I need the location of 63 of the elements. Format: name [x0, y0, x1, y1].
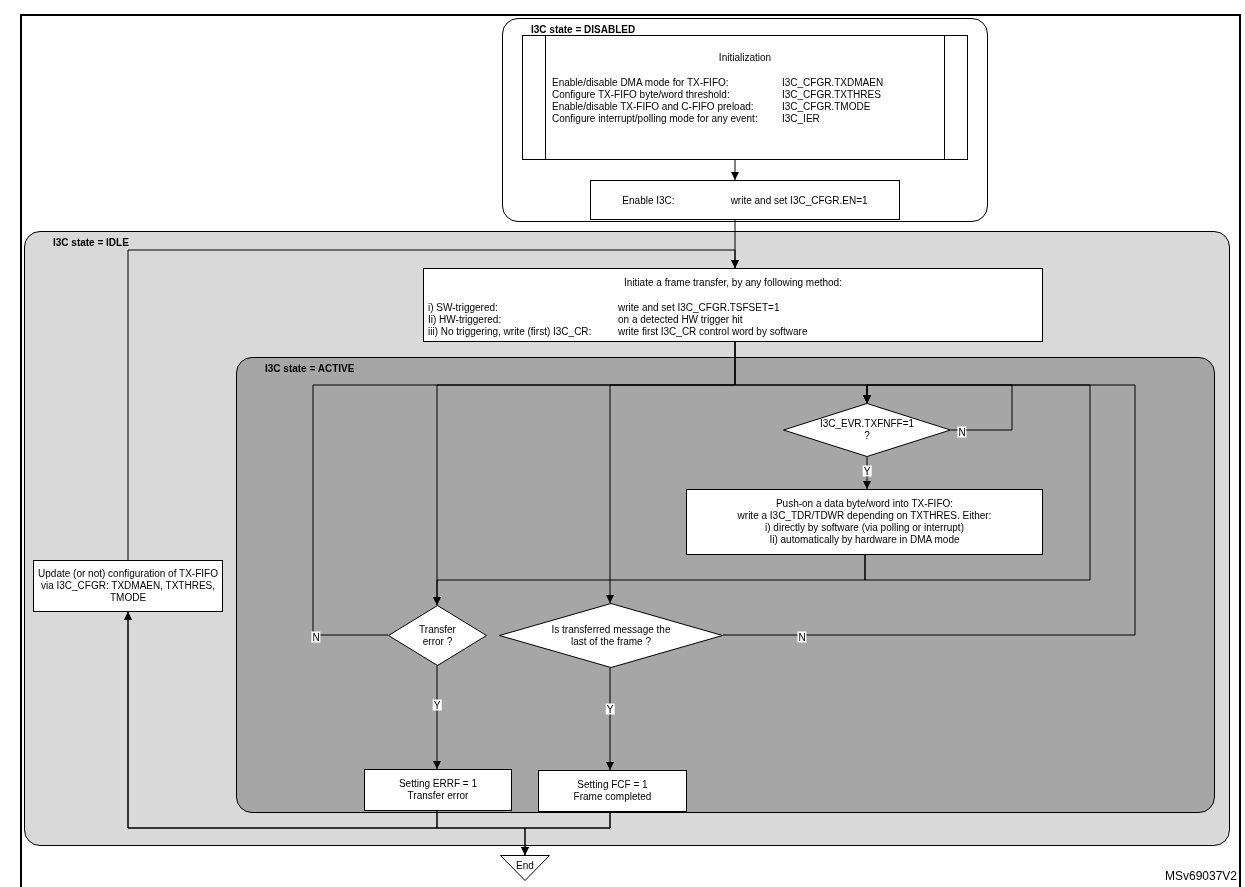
- connector-arrow: [606, 341, 736, 604]
- connector-arrow: [124, 611, 611, 829]
- box-heading: Initiate a frame transfer, by any following method:: [624, 277, 842, 288]
- state-heading: I3C state = ACTIVE: [265, 362, 355, 376]
- connector-arrow: [722, 384, 1136, 636]
- box-text: Transfer error: [407, 790, 469, 802]
- box-text: I3C_IER: [782, 113, 821, 125]
- box-text: Push-on a data byte/word into TX-FIFO:: [775, 498, 954, 510]
- box-text: write a I3C_TDR/TDWR depending on TXTHRES. Either:: [737, 510, 992, 522]
- box-text: write and set I3C_CFGR.TSFSET=1: [618, 302, 781, 314]
- box-text: i) directly by software (via polling or interrupt): [765, 522, 964, 534]
- box-text: on a detected HW trigger hit: [618, 314, 744, 326]
- state-region: [502, 18, 988, 222]
- box-text: Configure interrupt/polling mode for any event:: [552, 113, 759, 125]
- connector-arrow: [731, 159, 739, 181]
- box-text: Ii) HW-triggered:: [428, 314, 503, 326]
- decision-text: I3C_EVR.TXFNFF=1 ?: [819, 418, 915, 442]
- decision-diamond: [499, 603, 723, 668]
- edge-label: Y: [605, 703, 615, 715]
- process-box: [686, 489, 1043, 555]
- box-text: Enable/disable TX-FIFO and C-FIFO preload:: [552, 101, 755, 113]
- edge-label: Y: [862, 465, 872, 477]
- box-text: Configure TX-FIFO byte/word threshold:: [552, 89, 731, 101]
- box-text: Ii) automatically by hardware in DMA mode: [769, 534, 960, 546]
- state-heading: I3C state = DISABLED: [531, 23, 636, 37]
- connector-arrow: [127, 249, 739, 561]
- end-triangle: [500, 855, 550, 881]
- box-text: I3C_CFGR.TXDMAEN: [782, 77, 885, 89]
- process-box: [423, 268, 1043, 342]
- decision-text: Is transferred message the last of the frame ?: [550, 623, 672, 648]
- box-text: write and set I3C_CFGR.EN=1: [730, 193, 868, 208]
- state-heading: I3C state = IDLE: [53, 236, 129, 250]
- process-box: [364, 769, 512, 811]
- box-text: iii) No triggering, write (first) I3C_CR:: [428, 326, 593, 338]
- connector-arrow: [433, 665, 441, 770]
- process-box: [522, 35, 968, 160]
- edge-label: N: [797, 631, 807, 643]
- state-region: [24, 231, 1230, 846]
- box-text: Frame completed: [573, 791, 652, 803]
- box-text: Setting ERRF = 1: [398, 778, 478, 790]
- box-heading: Initialization: [718, 52, 772, 63]
- decision-text: Transfer error ?: [418, 623, 457, 648]
- decision-diamond: [388, 605, 487, 666]
- process-box: [590, 180, 900, 220]
- box-text: Enable I3C:: [622, 193, 675, 208]
- process-box: [538, 770, 687, 812]
- box-text: Setting FCF = 1: [577, 779, 648, 791]
- edge-label: Y: [432, 699, 442, 711]
- connector-arrow: [863, 384, 1091, 581]
- connector-arrow: [606, 667, 614, 771]
- figure-id: MSv69037V2: [1164, 868, 1237, 885]
- box-text: I3C_CFGR.TMODE: [782, 101, 872, 113]
- box-text: I3C_CFGR.TXTHRES: [782, 89, 882, 101]
- process-box: [33, 560, 223, 612]
- box-text: Update (or not) configuration of TX-FIFO via I3C_CFGR: TXDMAEN, TXTHRES, TMODE: [38, 568, 218, 604]
- box-text: i) SW-triggered:: [428, 302, 499, 314]
- box-text: Enable/disable DMA mode for TX-FIFO:: [552, 77, 730, 89]
- end-text: End: [516, 860, 534, 871]
- decision-diamond: [783, 403, 951, 457]
- edge-label: N: [957, 426, 967, 438]
- box-text: write first I3C_CR control word by software: [618, 326, 809, 338]
- state-region: [236, 357, 1215, 813]
- edge-label: N: [311, 631, 321, 643]
